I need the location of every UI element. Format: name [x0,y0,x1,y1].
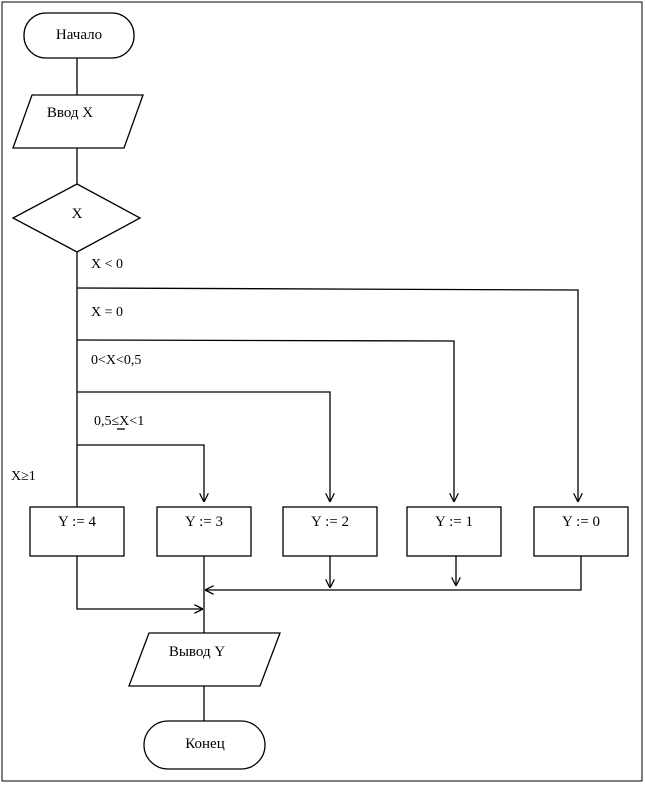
process-y0-label: Y := 0 [562,514,600,530]
start-label: Начало [56,27,102,43]
merge-y0-line [330,556,582,591]
input-label: Ввод X [47,105,93,121]
end-label: Конец [185,736,224,752]
branch-mid1-label: 0<X<0,5 [91,353,141,368]
branch-ge1-label: X≥1 [11,469,36,484]
input-parallelogram [12,94,144,149]
output-parallelogram [128,632,281,687]
branch-eq0-label: X = 0 [91,305,123,320]
process-y1-label: Y := 1 [435,514,473,530]
start-terminator [23,12,135,59]
process-y3-label: Y := 3 [185,514,223,530]
branch-mid2-line [77,444,204,502]
process-y2-label: Y := 2 [311,514,349,530]
output-label: Вывод Y [169,644,226,660]
process-y0 [533,506,629,557]
process-y2 [282,506,378,557]
branch-lt0-label: X < 0 [91,257,123,272]
end-terminator [143,720,266,770]
branch-mid2-label: 0,5≤X<1 [94,414,144,429]
decision-label: X [72,206,83,222]
branch-lt0-line [76,287,578,502]
branch-eq0-line [76,339,454,502]
merge-y4-line [76,556,203,609]
process-y3 [156,506,252,557]
branch-mid1-line [77,391,330,502]
process-y1 [406,506,502,557]
process-y4-label: Y := 4 [58,514,96,530]
